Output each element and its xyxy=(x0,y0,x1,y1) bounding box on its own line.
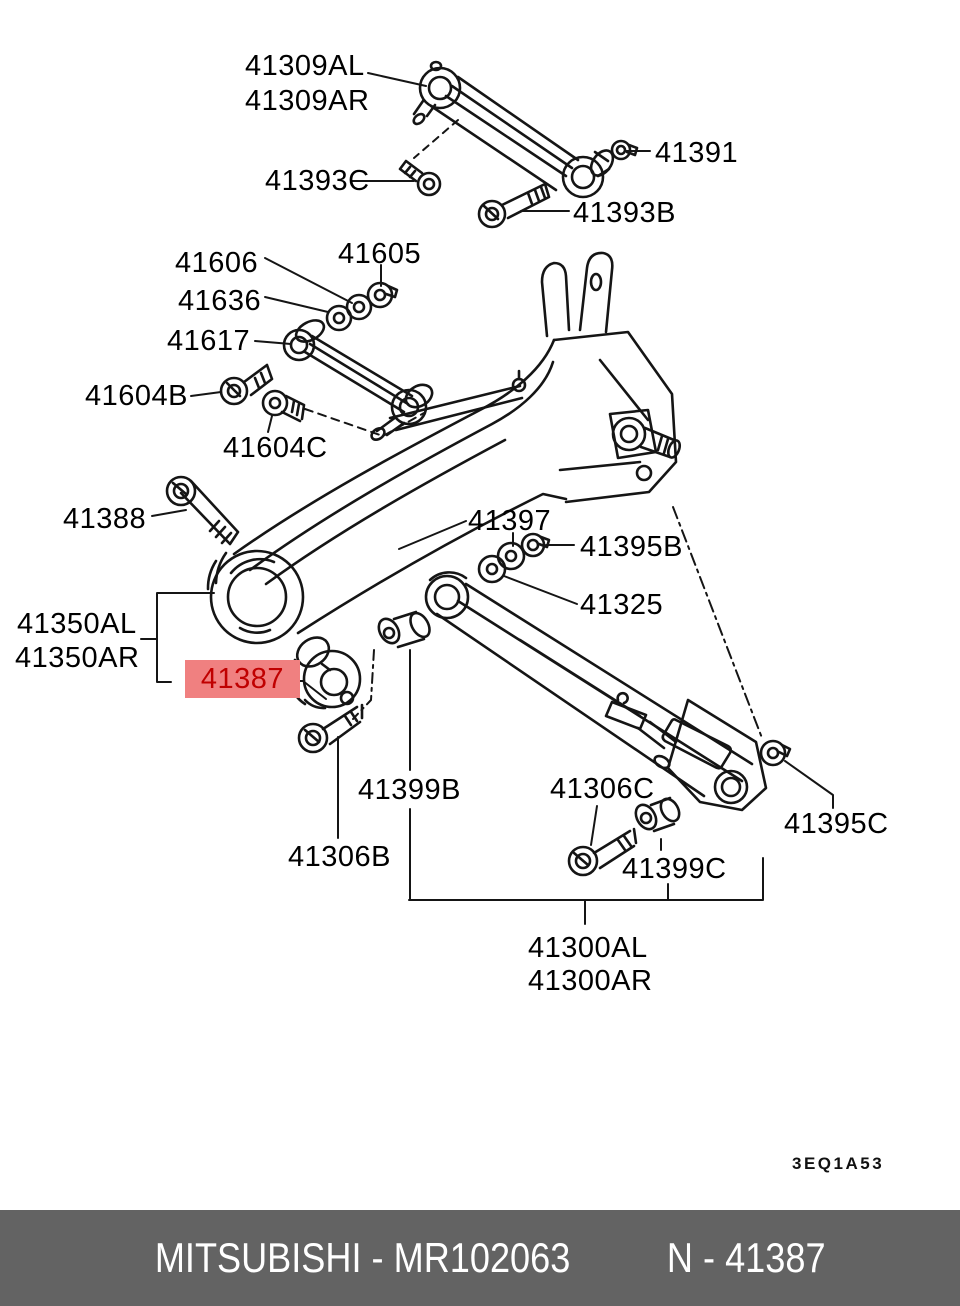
footer-bar: MITSUBISHI - MR102063 N - 41387 xyxy=(0,1210,960,1306)
part-label-41350al: 41350AL xyxy=(17,608,137,640)
part-label-41300al: 41300AL xyxy=(528,932,648,964)
part-label-41604c: 41604C xyxy=(223,432,328,464)
washers-41397-drawing xyxy=(477,532,551,584)
part-label-41397: 41397 xyxy=(468,505,552,537)
part-label-41617: 41617 xyxy=(167,325,251,357)
bolt-41388-drawing xyxy=(165,475,240,546)
lateral-rod-drawing xyxy=(282,319,434,442)
diagram-code: 3EQ1A53 xyxy=(792,1154,885,1173)
trailing-arm-drawing xyxy=(206,338,568,645)
footer-brand-part: MITSUBISHI - MR102063 xyxy=(155,1234,571,1281)
part-label-41306c: 41306C xyxy=(550,773,655,805)
part-label-41300ar: 41300AR xyxy=(528,965,653,997)
bushing-41399b-drawing xyxy=(377,610,431,649)
bolt-41604b-drawing xyxy=(219,363,274,406)
part-label-41387-highlighted: 41387 xyxy=(185,660,300,698)
part-label-41605: 41605 xyxy=(338,238,422,270)
part-label-41395b: 41395B xyxy=(580,531,683,563)
frame-bracket-drawing xyxy=(540,251,682,504)
part-label-41395c: 41395C xyxy=(784,808,889,840)
nut-41395c-drawing xyxy=(759,739,792,767)
bolt-41306b-drawing xyxy=(297,703,364,754)
part-label-41399c: 41399C xyxy=(622,853,727,885)
bushing-41387-drawing xyxy=(288,636,362,710)
upper-arm-drawing xyxy=(412,60,639,199)
part-label-41306b: 41306B xyxy=(288,841,391,873)
footer-part-ref: N - 41387 xyxy=(667,1234,826,1281)
bolt-41393b-drawing xyxy=(477,182,551,229)
part-label-41604b: 41604B xyxy=(85,380,188,412)
bolt-41393c-drawing xyxy=(398,159,442,197)
part-label-41325: 41325 xyxy=(580,589,664,621)
part-label-41391: 41391 xyxy=(655,137,739,169)
bolt-41306c-drawing xyxy=(567,827,638,877)
part-label-41606: 41606 xyxy=(175,247,259,279)
part-label-41309al: 41309AL xyxy=(245,50,365,82)
part-label-41393b: 41393B xyxy=(573,197,676,229)
part-label-41350ar: 41350AR xyxy=(15,642,140,674)
washers-41605-41606-41636-drawing xyxy=(325,281,399,332)
leader-lines xyxy=(140,72,834,925)
bushing-41399c-drawing xyxy=(634,796,681,833)
part-label-41388: 41388 xyxy=(63,503,147,535)
part-label-41309ar: 41309AR xyxy=(245,85,370,117)
bolt-41604c-drawing xyxy=(261,389,306,423)
part-label-41393c: 41393C xyxy=(265,165,370,197)
lower-arm-drawing xyxy=(424,571,768,812)
part-label-41636: 41636 xyxy=(178,285,262,317)
part-label-41399b: 41399B xyxy=(358,774,461,806)
